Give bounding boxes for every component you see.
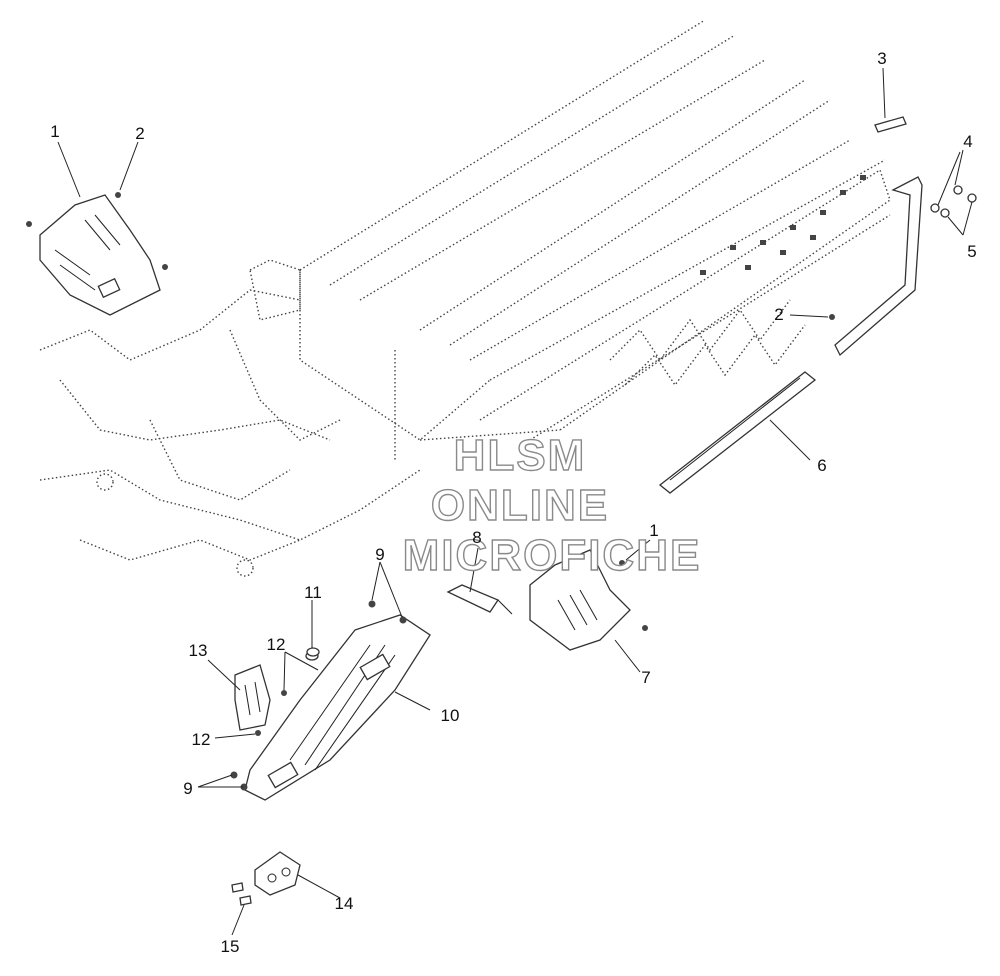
- callout-9-bottom: 9: [183, 779, 192, 798]
- callout-9-top: 9: [375, 545, 384, 564]
- callout-15: 15: [221, 937, 240, 956]
- callout-3: 3: [877, 49, 886, 68]
- part-13-bracket: [234, 664, 271, 731]
- part-14-bracket: [254, 851, 301, 896]
- callout-10: 10: [441, 706, 460, 725]
- watermark-line-3: MICROFICHE: [403, 531, 702, 580]
- callout-2-top: 2: [135, 124, 144, 143]
- part-7-skid-plate-right: [529, 549, 631, 651]
- callout-1-top: 1: [50, 122, 59, 141]
- part-11-grommet: [305, 647, 320, 661]
- watermark-line-1: HLSM: [454, 431, 587, 480]
- part-10-skid-plate: [244, 614, 431, 801]
- watermark: HLSM ONLINE MICROFICHE: [402, 430, 702, 580]
- part-3-pin: [874, 116, 907, 133]
- watermark-line-2: ONLINE: [431, 481, 609, 530]
- part-6-strip: [658, 371, 817, 494]
- part-4-5-washers-nuts: [930, 185, 977, 218]
- callout-7: 7: [641, 668, 650, 687]
- bumper-bar: [834, 176, 923, 357]
- callouts: 1 2 3 4 5 2 6 8 1 9 11 12 13 10 7 12 9 1…: [50, 49, 976, 956]
- callout-1-right: 1: [649, 521, 658, 540]
- fasteners: [26, 192, 835, 791]
- callout-11: 11: [304, 583, 322, 602]
- callout-12-top: 12: [267, 635, 286, 654]
- callout-6: 6: [817, 456, 826, 475]
- callout-8: 8: [472, 528, 481, 547]
- callout-12-bottom: 12: [192, 730, 211, 749]
- callout-5: 5: [967, 242, 976, 261]
- callout-2-right: 2: [774, 305, 783, 324]
- callout-4: 4: [963, 132, 972, 151]
- chassis-tunnel: [39, 19, 891, 577]
- part-15-bolts: [231, 882, 252, 906]
- part-8-bracket: [446, 584, 513, 615]
- callout-13: 13: [189, 641, 208, 660]
- leader-lines: [57, 67, 973, 936]
- part-1-skid-plate-left: [39, 194, 161, 316]
- callout-14: 14: [335, 894, 354, 913]
